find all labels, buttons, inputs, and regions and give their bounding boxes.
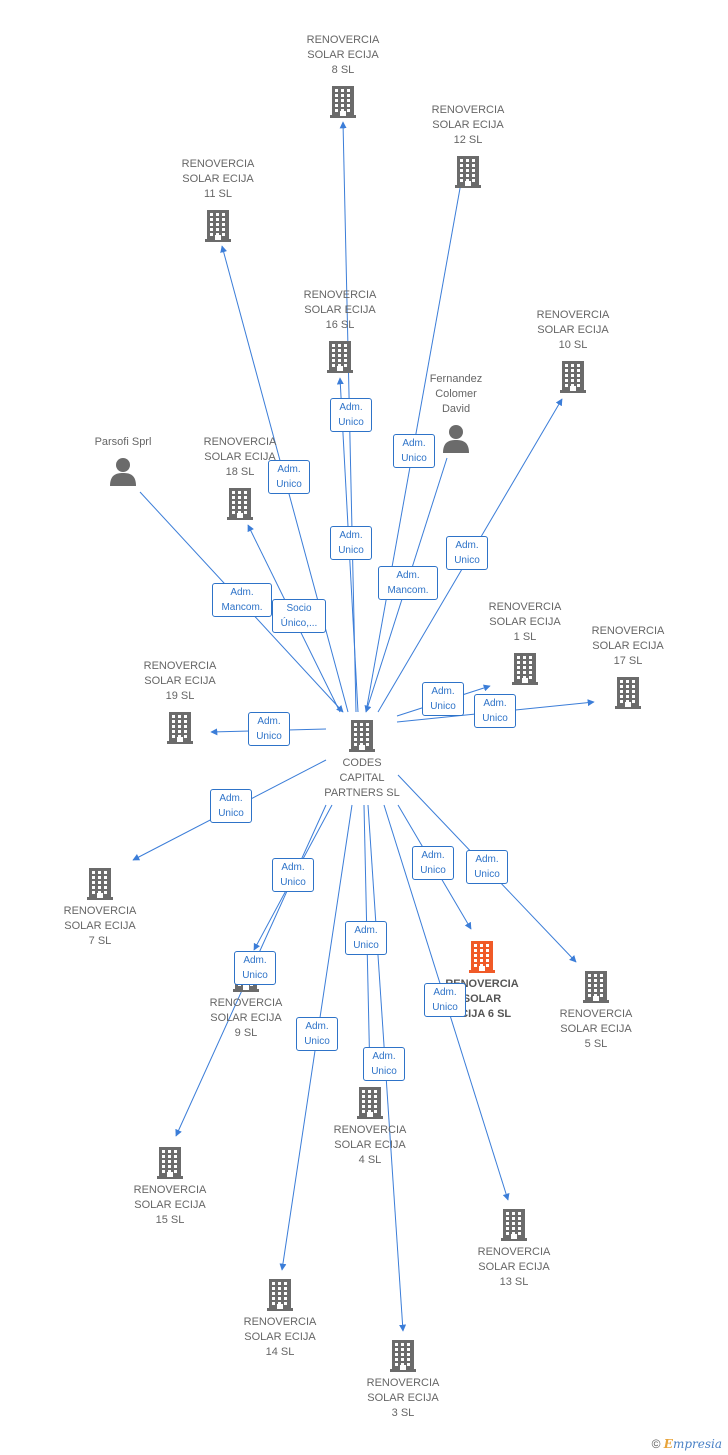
node-parsofi[interactable]: Parsofi Sprl: [68, 435, 178, 486]
node-label[interactable]: RENOVERCIA SOLAR ECIJA 8 SL: [306, 34, 380, 76]
building-icon[interactable]: [227, 486, 253, 525]
building-icon[interactable]: [390, 1338, 416, 1377]
edge-label-s5[interactable]: Adm. Unico: [466, 850, 508, 884]
building-icon[interactable]: [615, 675, 641, 714]
brand-name: mpresia: [672, 1437, 722, 1451]
person-icon[interactable]: [441, 423, 471, 458]
node-label[interactable]: RENOVERCIA SOLAR ECIJA 7 SL: [63, 905, 137, 947]
node-codes[interactable]: CODES CAPITAL PARTNERS SL: [307, 718, 417, 801]
building-icon[interactable]: [560, 359, 586, 398]
edge-label-s1[interactable]: Adm. Unico: [422, 682, 464, 716]
node-s12[interactable]: RENOVERCIA SOLAR ECIJA 12 SL: [413, 103, 523, 188]
edge-label-s7[interactable]: Adm. Unico: [210, 789, 252, 823]
building-icon[interactable]: [205, 208, 231, 247]
brand-initial: E: [663, 1437, 673, 1451]
node-s8[interactable]: RENOVERCIA SOLAR ECIJA 8 SL: [288, 33, 398, 118]
node-s3[interactable]: RENOVERCIA SOLAR ECIJA 3 SL: [348, 1338, 458, 1421]
node-label[interactable]: CODES CAPITAL PARTNERS SL: [324, 757, 400, 799]
building-icon[interactable]: [167, 710, 193, 749]
building-icon[interactable]: [157, 1145, 183, 1184]
node-s14[interactable]: RENOVERCIA SOLAR ECIJA 14 SL: [225, 1277, 335, 1360]
building-icon[interactable]: [267, 1277, 293, 1316]
node-label[interactable]: RENOVERCIA SOLAR ECIJA 10 SL: [536, 309, 610, 351]
node-s18[interactable]: RENOVERCIA SOLAR ECIJA 18 SL: [185, 435, 295, 520]
node-label[interactable]: RENOVERCIA SOLAR ECIJA 13 SL: [477, 1246, 551, 1288]
node-label[interactable]: RENOVERCIA SOLAR ECIJA 17 SL: [591, 625, 665, 667]
building-icon[interactable]: [469, 939, 495, 978]
node-s15[interactable]: RENOVERCIA SOLAR ECIJA 15 SL: [115, 1145, 225, 1228]
building-icon[interactable]: [501, 1207, 527, 1246]
building-icon[interactable]: [455, 154, 481, 193]
building-icon[interactable]: [330, 84, 356, 123]
copyright-symbol: ©: [651, 1437, 661, 1451]
building-icon[interactable]: [583, 969, 609, 1008]
node-label[interactable]: RENOVERCIA SOLAR ECIJA 18 SL: [203, 436, 277, 478]
node-s16[interactable]: RENOVERCIA SOLAR ECIJA 16 SL: [285, 288, 395, 373]
node-label[interactable]: RENOVERCIA SOLAR ECIJA 15 SL: [133, 1184, 207, 1226]
edge-label-fernandez[interactable]: Adm. Mancom.: [378, 566, 438, 600]
edge-label-s3[interactable]: Adm. Unico: [363, 1047, 405, 1081]
edge-label-s9[interactable]: Adm. Unico: [272, 858, 314, 892]
node-s4[interactable]: RENOVERCIA SOLAR ECIJA 4 SL: [315, 1085, 425, 1168]
node-s13[interactable]: RENOVERCIA SOLAR ECIJA 13 SL: [459, 1207, 569, 1290]
empresia-logo[interactable]: © Empresia: [652, 1437, 722, 1451]
edge-label-s12[interactable]: Adm. Unico: [393, 434, 435, 468]
node-s17[interactable]: RENOVERCIA SOLAR ECIJA 17 SL: [573, 624, 683, 709]
edge-label-s16[interactable]: Adm. Unico: [330, 526, 372, 560]
node-s10[interactable]: RENOVERCIA SOLAR ECIJA 10 SL: [518, 308, 628, 393]
building-icon[interactable]: [349, 718, 375, 757]
node-s6[interactable]: RENOVERCIA SOLAR ECIJA 6 SL: [427, 939, 537, 1022]
node-label[interactable]: RENOVERCIA SOLAR ECIJA 9 SL: [209, 997, 283, 1039]
node-label[interactable]: Fernandez Colomer David: [429, 373, 483, 415]
building-icon[interactable]: [512, 651, 538, 690]
edge-label-s17[interactable]: Adm. Unico: [474, 694, 516, 728]
node-s11[interactable]: RENOVERCIA SOLAR ECIJA 11 SL: [163, 157, 273, 242]
building-icon[interactable]: [327, 339, 353, 378]
person-icon[interactable]: [108, 456, 138, 491]
edge-label-s14[interactable]: Adm. Unico: [296, 1017, 338, 1051]
edge-label-parsofi[interactable]: Adm. Mancom.: [212, 583, 272, 617]
building-icon[interactable]: [87, 866, 113, 905]
edge-label-s6[interactable]: Adm. Unico: [412, 846, 454, 880]
node-s1[interactable]: RENOVERCIA SOLAR ECIJA 1 SL: [470, 600, 580, 685]
node-s5[interactable]: RENOVERCIA SOLAR ECIJA 5 SL: [541, 969, 651, 1052]
node-label[interactable]: RENOVERCIA SOLAR ECIJA 11 SL: [181, 158, 255, 200]
edge-label-s15[interactable]: Adm. Unico: [234, 951, 276, 985]
edge-label-s8[interactable]: Adm. Unico: [330, 398, 372, 432]
node-label[interactable]: RENOVERCIA SOLAR ECIJA 4 SL: [333, 1124, 407, 1166]
edge-label-s4[interactable]: Adm. Unico: [345, 921, 387, 955]
node-label[interactable]: RENOVERCIA SOLAR ECIJA 19 SL: [143, 660, 217, 702]
node-label[interactable]: Parsofi Sprl: [94, 436, 152, 448]
node-label[interactable]: RENOVERCIA SOLAR ECIJA 1 SL: [488, 601, 562, 643]
node-fernandez[interactable]: Fernandez Colomer David: [401, 372, 511, 453]
edge-label-s11[interactable]: Adm. Unico: [268, 460, 310, 494]
node-s7[interactable]: RENOVERCIA SOLAR ECIJA 7 SL: [45, 866, 155, 949]
node-label[interactable]: RENOVERCIA SOLAR ECIJA 14 SL: [243, 1316, 317, 1358]
edge-label-s13[interactable]: Adm. Unico: [424, 983, 466, 1017]
building-icon[interactable]: [357, 1085, 383, 1124]
node-label[interactable]: RENOVERCIA SOLAR ECIJA 3 SL: [366, 1377, 440, 1419]
node-label[interactable]: RENOVERCIA SOLAR ECIJA 12 SL: [431, 104, 505, 146]
edge-label-s10[interactable]: Adm. Unico: [446, 536, 488, 570]
edge-label-s18[interactable]: Socio Único,...: [272, 599, 326, 633]
node-s19[interactable]: RENOVERCIA SOLAR ECIJA 19 SL: [125, 659, 235, 744]
node-label[interactable]: RENOVERCIA SOLAR ECIJA 16 SL: [303, 289, 377, 331]
edge-label-s19[interactable]: Adm. Unico: [248, 712, 290, 746]
node-label[interactable]: RENOVERCIA SOLAR ECIJA 5 SL: [559, 1008, 633, 1050]
